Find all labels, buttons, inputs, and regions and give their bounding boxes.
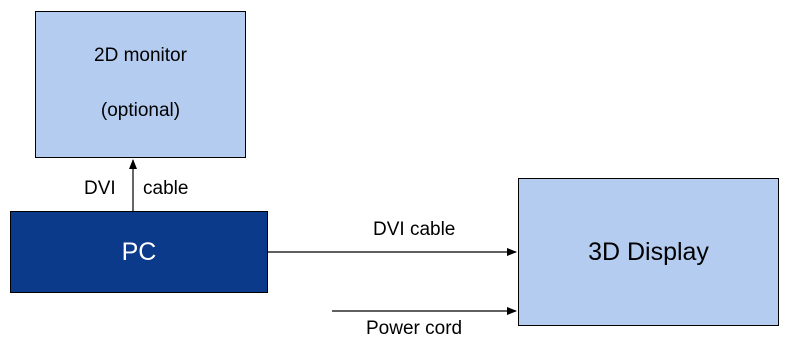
- monitor-cable-label-cable: cable: [143, 178, 189, 199]
- monitor-2d-subtitle: (optional): [100, 100, 181, 121]
- pc-label: PC: [121, 238, 157, 266]
- display-3d-box: 3D Display: [518, 178, 779, 326]
- monitor-cable-label-dvi: DVI: [84, 178, 116, 199]
- monitor-2d-box: 2D monitor (optional): [35, 11, 246, 158]
- power-cord-label: Power cord: [366, 318, 463, 339]
- pc-box: PC: [10, 211, 268, 293]
- monitor-2d-title: 2D monitor: [94, 45, 187, 66]
- display-3d-label: 3D Display: [588, 238, 709, 266]
- display-cable-label: DVI cable: [373, 219, 456, 240]
